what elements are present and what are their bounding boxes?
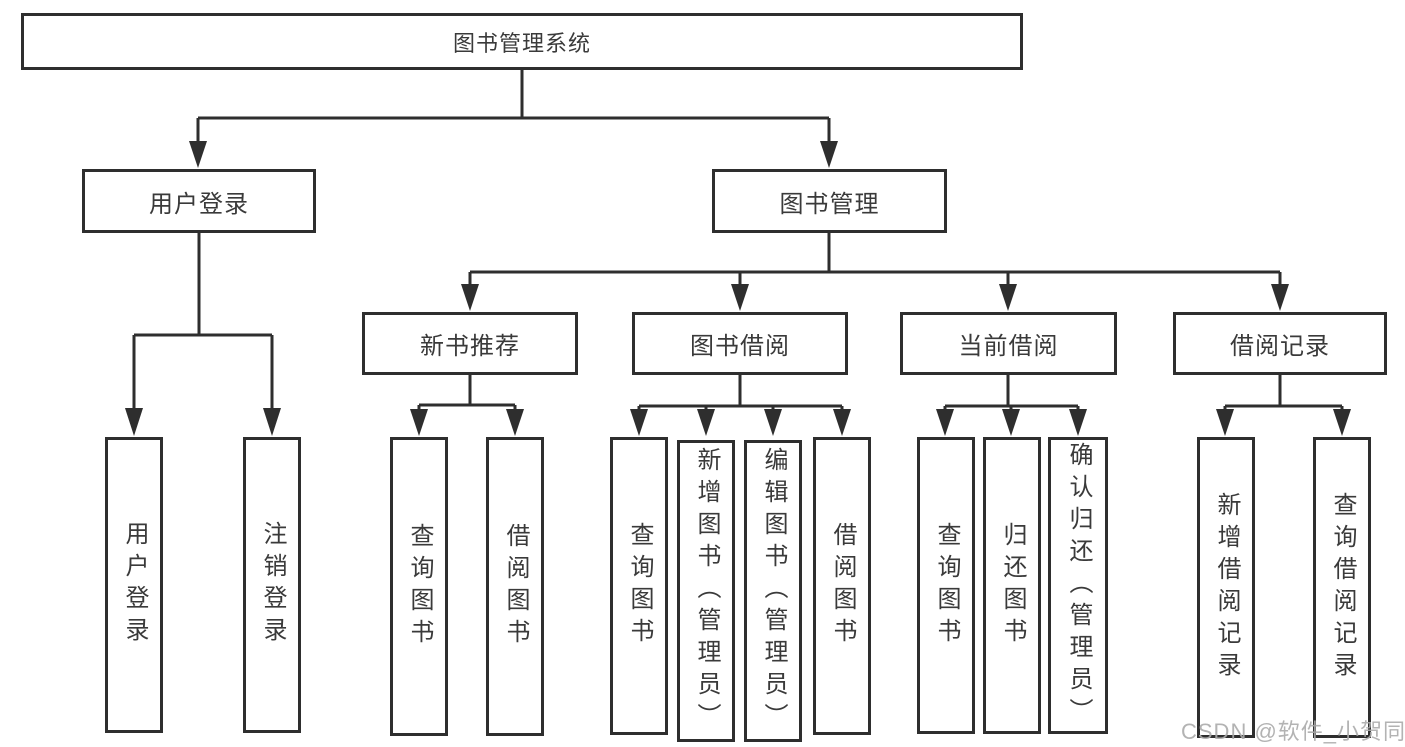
- csdn-watermark: CSDN @软件_小贺同学: [1181, 719, 1405, 744]
- leaf-label: 编辑图书（管理员）: [760, 447, 787, 735]
- node-library-system: 图书管理系统: [21, 13, 1023, 70]
- leaf-label: 查询图书: [406, 522, 433, 651]
- leaf-user-login: 用户登录: [105, 437, 163, 733]
- node-label: 图书管理系统: [452, 30, 591, 56]
- leaf-label: 借阅图书: [502, 522, 529, 651]
- leaf-query-books-recommend: 查询图书: [390, 437, 448, 736]
- leaf-edit-books-admin: 编辑图书（管理员）: [744, 440, 802, 742]
- leaf-query-books-borrowing: 查询图书: [610, 437, 668, 735]
- node-label: 图书借阅: [690, 333, 790, 360]
- connector-user-login-children: [125, 233, 281, 436]
- leaf-borrow-books: 借阅图书: [813, 437, 871, 735]
- leaf-label: 新增借阅记录: [1213, 491, 1240, 684]
- connector-book-management-children: [461, 233, 1289, 311]
- connector-book-borrowing-children: [630, 375, 851, 436]
- leaf-label: 借阅图书: [829, 522, 856, 650]
- node-label: 借阅记录: [1230, 333, 1330, 360]
- node-book-management: 图书管理: [712, 169, 947, 233]
- leaf-label: 查询图书: [933, 521, 960, 650]
- leaf-add-books-admin: 新增图书（管理员）: [677, 440, 735, 742]
- connector-borrowing-records-children: [1216, 375, 1351, 436]
- node-book-borrowing: 图书借阅: [632, 312, 848, 375]
- node-label: 当前借阅: [958, 333, 1059, 360]
- node-label: 新书推荐: [420, 333, 520, 360]
- node-label: 图书管理: [779, 190, 880, 218]
- leaf-confirm-return-admin: 确认归还（管理员）: [1048, 437, 1108, 734]
- connector-new-book-recommend-children: [410, 375, 524, 436]
- leaf-query-books-current: 查询图书: [917, 437, 975, 734]
- leaf-label: 查询图书: [626, 522, 653, 650]
- node-label: 用户登录: [149, 190, 249, 218]
- node-new-book-recommend: 新书推荐: [362, 312, 578, 375]
- leaf-label: 确认归还（管理员）: [1065, 441, 1092, 730]
- leaf-add-borrow-record: 新增借阅记录: [1197, 437, 1255, 738]
- leaf-borrow-books-recommend: 借阅图书: [486, 437, 544, 736]
- leaf-label: 注销登录: [259, 521, 286, 649]
- node-borrowing-records: 借阅记录: [1173, 312, 1387, 375]
- connector-current-borrowing-children: [936, 375, 1087, 436]
- leaf-return-books: 归还图书: [983, 437, 1041, 734]
- connector-root-to-level2: [189, 70, 838, 168]
- leaf-label: 用户登录: [121, 521, 148, 649]
- leaf-label: 归还图书: [999, 521, 1026, 650]
- node-user-login: 用户登录: [82, 169, 316, 233]
- leaf-label: 查询借阅记录: [1329, 491, 1356, 684]
- node-current-borrowing: 当前借阅: [900, 312, 1117, 375]
- leaf-logout: 注销登录: [243, 437, 301, 733]
- leaf-query-borrow-record: 查询借阅记录: [1313, 437, 1371, 738]
- leaf-label: 新增图书（管理员）: [693, 447, 720, 735]
